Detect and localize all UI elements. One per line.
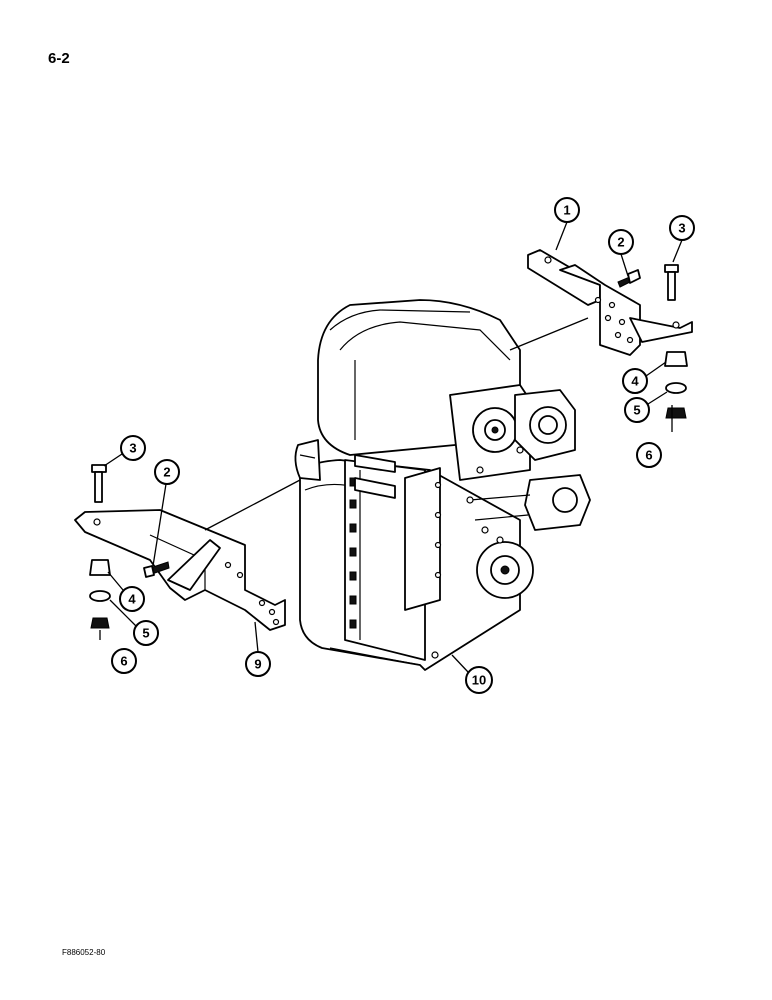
right-nut: [665, 407, 687, 419]
callout-6-left-label: 6: [120, 654, 127, 669]
left-bolt-long: [91, 464, 107, 503]
callout-5-right: 5: [624, 391, 668, 423]
right-bolt-long: [664, 264, 679, 301]
callout-5-left-label: 5: [142, 626, 149, 641]
assembly-line-left: [204, 479, 301, 531]
callout-4-left-label: 4: [128, 592, 136, 607]
callout-10-label: 10: [472, 673, 486, 688]
callout-4-left: 4: [107, 571, 145, 612]
left-isolator: [89, 559, 111, 576]
callout-9: 9: [245, 621, 271, 677]
callout-2-left: 2: [152, 459, 180, 567]
transmission-housing: [294, 299, 591, 671]
page-number: 6-2: [48, 50, 70, 67]
callout-5-right-label: 5: [633, 403, 640, 418]
assembly-line-right: [509, 317, 589, 351]
left-nut: [90, 617, 110, 629]
callout-6-left: 6: [111, 648, 137, 674]
callout-9-label: 9: [254, 657, 261, 672]
callout-4-right: 4: [622, 361, 667, 394]
callout-2-right-label: 2: [617, 235, 624, 250]
callout-1-label: 1: [563, 203, 570, 218]
callout-2-left-label: 2: [163, 465, 170, 480]
callout-10: 10: [451, 654, 493, 694]
left-washer: [89, 590, 111, 602]
callout-3-left: 3: [103, 435, 146, 467]
right-bolt-short: [617, 269, 641, 288]
right-mount-bracket: [527, 249, 693, 356]
right-washer: [665, 382, 687, 394]
callout-1: 1: [554, 197, 580, 251]
left-bolt-short: [143, 561, 170, 578]
cover-bolts: [349, 477, 357, 629]
callout-2-right: 2: [608, 229, 634, 277]
callout-3-right: 3: [669, 215, 695, 263]
left-mount-bracket: [74, 509, 286, 631]
callout-4-right-label: 4: [631, 374, 639, 389]
callout-3-left-label: 3: [129, 441, 136, 456]
callout-6-right: 6: [636, 442, 662, 468]
figure-code: F886052-80: [62, 948, 106, 957]
callout-6-right-label: 6: [645, 448, 652, 463]
callout-5-left: 5: [109, 599, 159, 646]
right-isolator: [664, 351, 688, 367]
callout-3-right-label: 3: [678, 221, 685, 236]
